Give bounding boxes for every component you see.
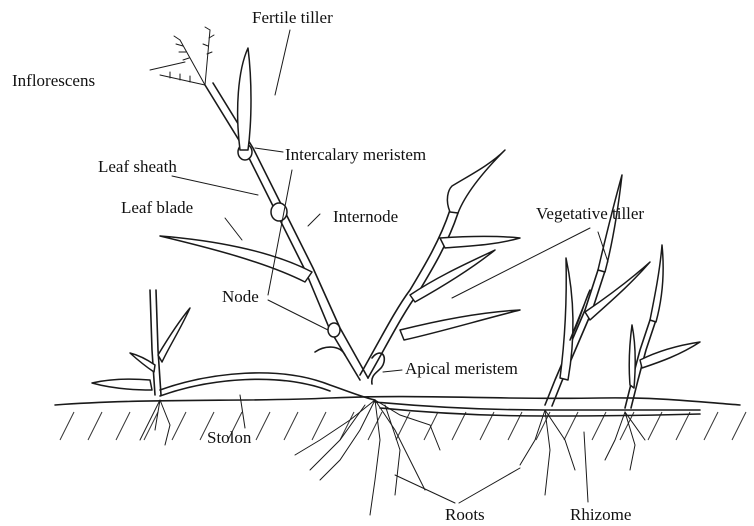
soil-hatch-line (312, 412, 326, 440)
label-leaf-blade: Leaf blade (121, 199, 193, 216)
soil-hatch-line (452, 412, 466, 440)
label-internode: Internode (333, 208, 398, 225)
label-roots: Roots (445, 506, 485, 523)
leaf-blade-drawing (160, 236, 312, 282)
soil-hatch-line (256, 412, 270, 440)
label-node: Node (222, 288, 259, 305)
soil-hatch-line (648, 412, 662, 440)
roots-drawing (140, 400, 645, 515)
inflorescence-drawing (160, 27, 214, 85)
label-intercalary-meristem: Intercalary meristem (285, 146, 426, 163)
soil-hatch-line (172, 412, 186, 440)
soil-hatch-line (60, 412, 74, 440)
label-stolon: Stolon (207, 429, 251, 446)
soil-hatch-line (88, 412, 102, 440)
soil-hatch-line (732, 412, 746, 440)
label-apical-meristem: Apical meristem (405, 360, 518, 377)
label-leaf-sheath: Leaf sheath (98, 158, 177, 175)
soil-hatch-line (116, 412, 130, 440)
soil-hatch-line (676, 412, 690, 440)
soil-hatch-line (480, 412, 494, 440)
rhizome-drawing (375, 402, 700, 410)
label-inflorescens: Inflorescens (12, 72, 95, 89)
soil-hatch-line (284, 412, 298, 440)
soil-hatch-line (340, 412, 354, 440)
label-fertile-tiller: Fertile tiller (252, 9, 333, 26)
label-vegetative-tiller: Vegetative tiller (536, 205, 644, 222)
soil-hatch-line (704, 412, 718, 440)
soil-hatch-line (424, 412, 438, 440)
label-rhizome: Rhizome (570, 506, 631, 523)
